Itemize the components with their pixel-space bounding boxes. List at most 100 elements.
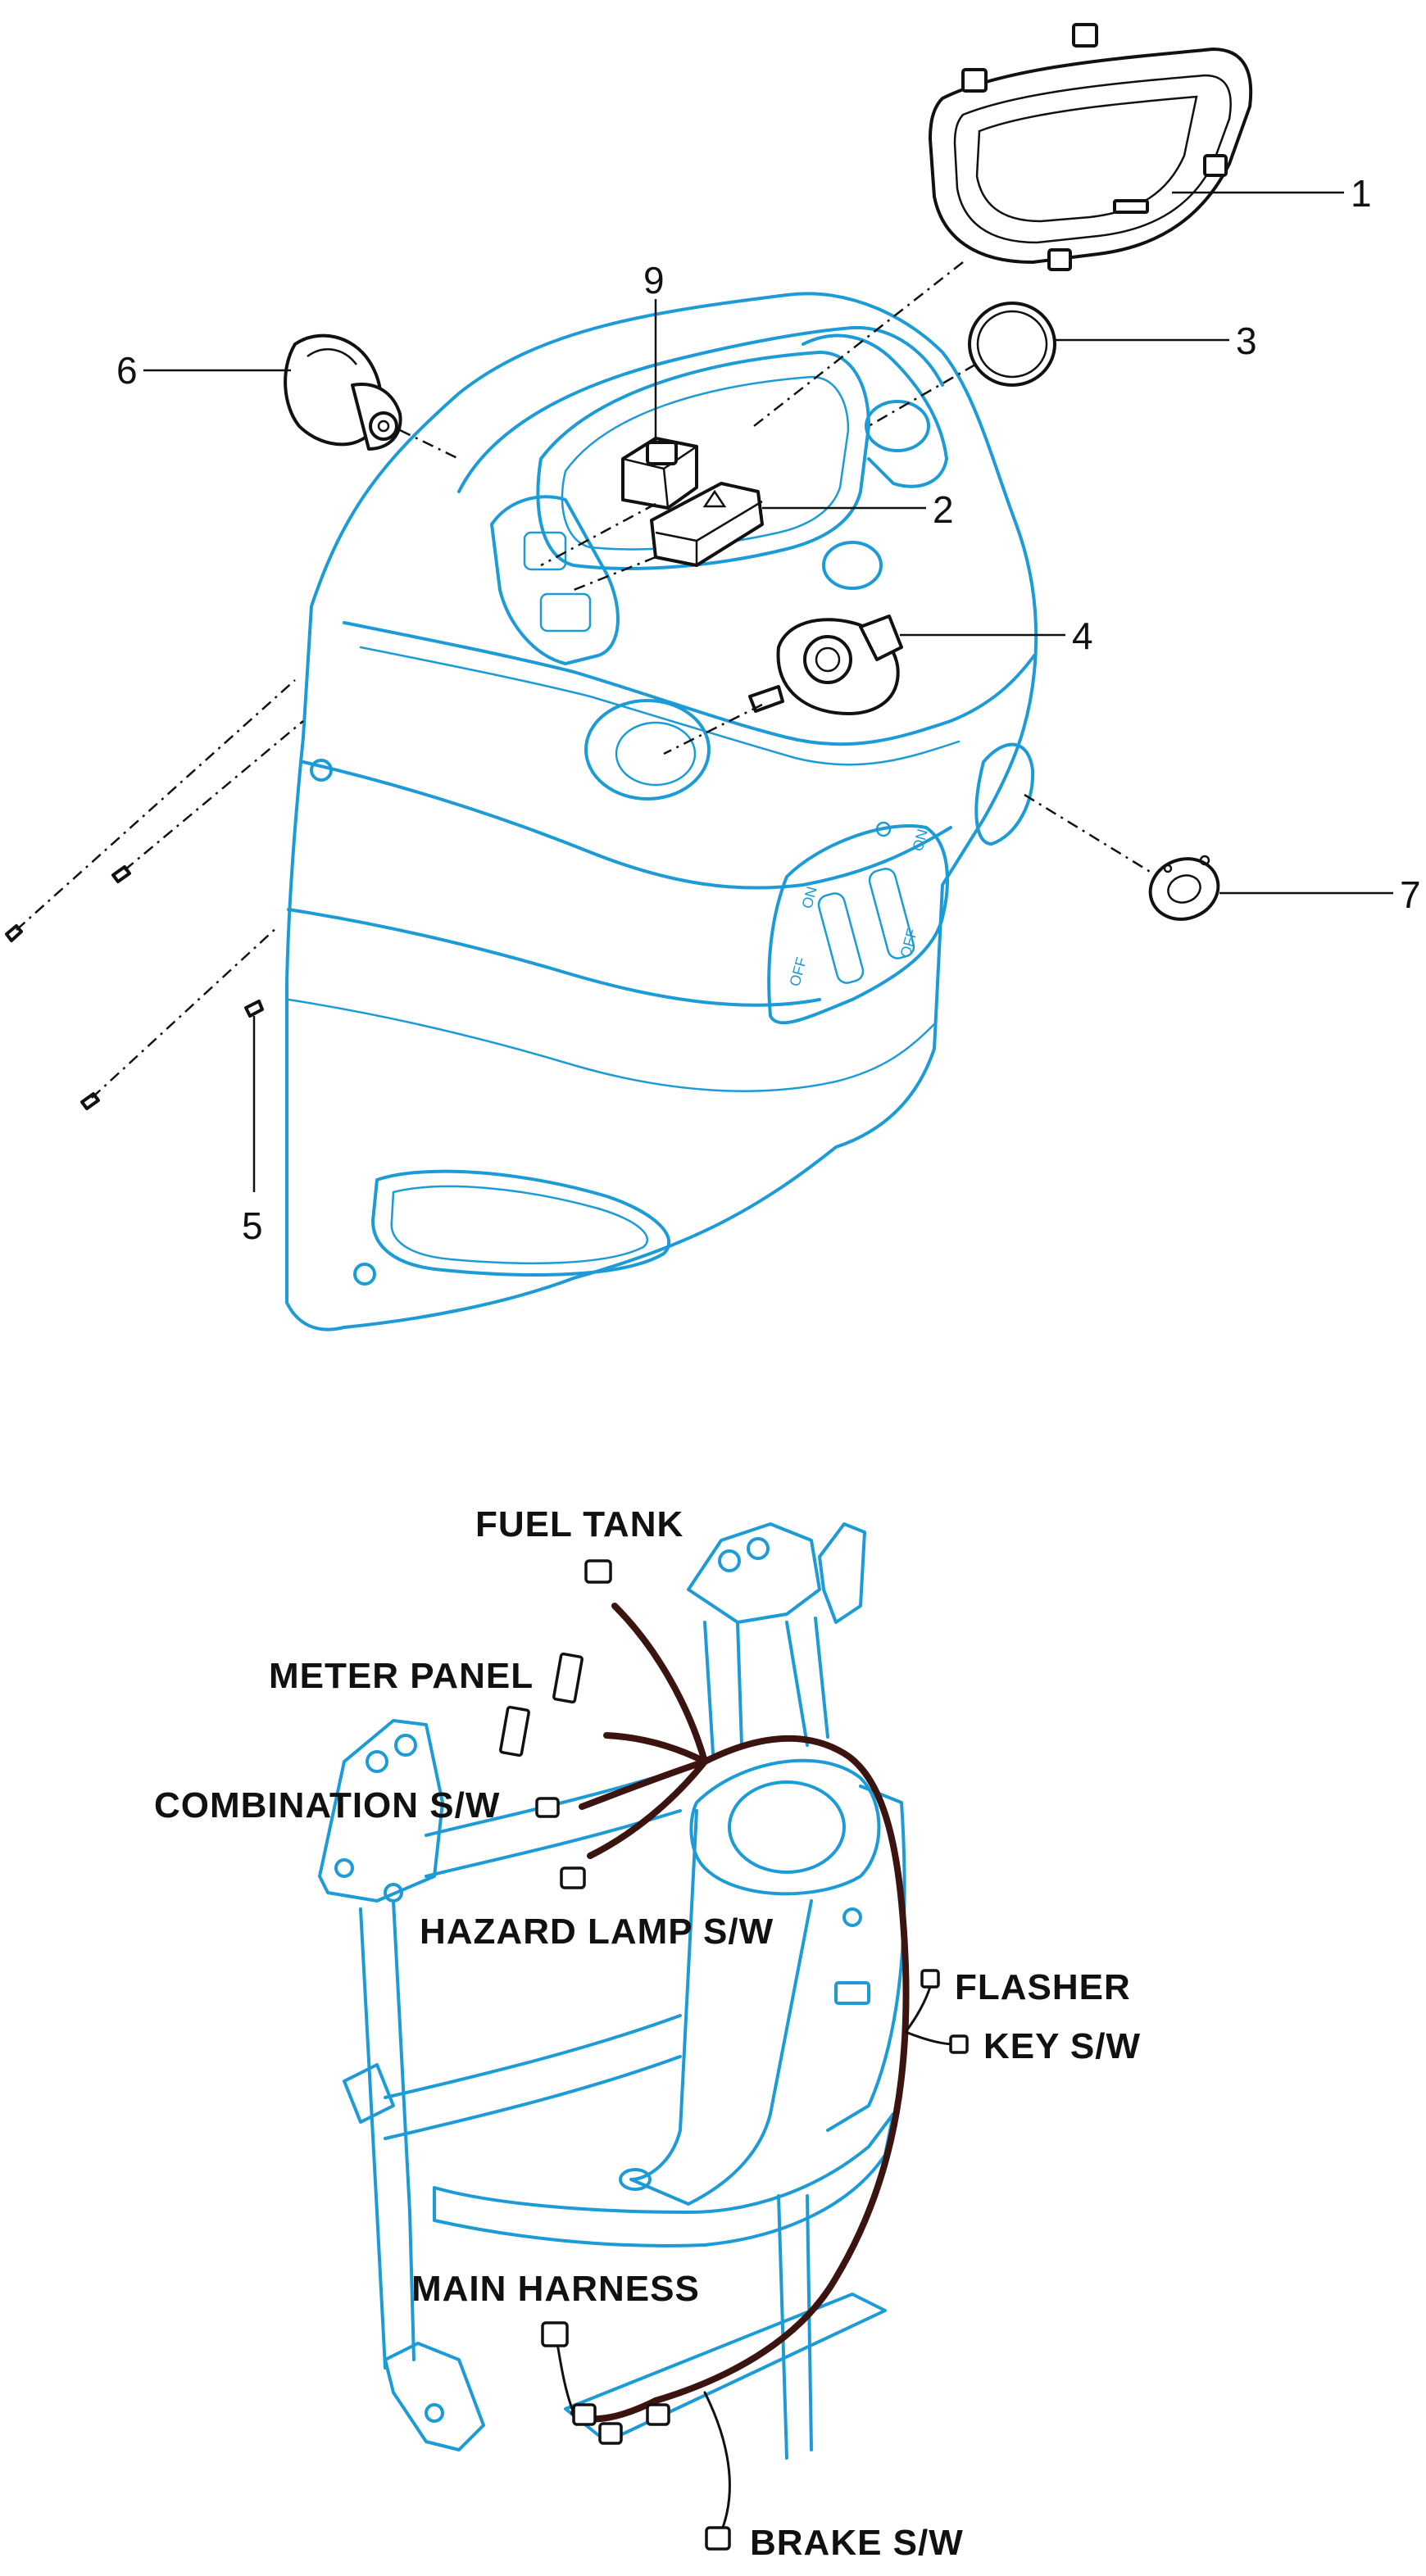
harness-main-branch [556, 2342, 575, 2415]
harness-to-fuel-tank [611, 1603, 708, 1765]
frame-top-bolt-1 [718, 1549, 741, 1572]
frame-left-bolt-1 [366, 1750, 388, 1773]
cover-right-socket [802, 333, 948, 488]
connector-meter-panel-1 [552, 1652, 584, 1704]
cover-bottom-vent [371, 1169, 670, 1277]
connector-main-1 [541, 2321, 569, 2347]
frame-tube-rear [777, 2194, 813, 2460]
frame-tube-left [359, 1899, 416, 2370]
frame-left-foot [384, 2342, 485, 2451]
cover-key-opening [974, 742, 1035, 846]
label-fuel-tank: FUEL TANK [475, 1504, 683, 1544]
frame-floor-hole [619, 2168, 652, 2191]
frame-top-bolt-2 [747, 1537, 770, 1560]
connector-fuel-tank [584, 1559, 612, 1584]
cover-console-ridge [343, 621, 1036, 746]
part-number-4: 4 [1072, 615, 1093, 657]
meter-opening [536, 351, 870, 570]
frame-left-bolt-3 [334, 1858, 354, 1878]
part-4-key-switch [748, 615, 903, 715]
frame-tube-center [703, 1621, 743, 1755]
switch-off-label-left: OFF [787, 955, 811, 988]
label-key-sw: KEY S/W [983, 2026, 1141, 2066]
cover-switch-slot-left [817, 892, 865, 984]
part-7-cap-ring [1148, 855, 1220, 921]
frame-column-bore [728, 1780, 846, 1874]
leader-lines [143, 191, 1393, 1192]
part-number-labels: 1 3 2 4 9 6 7 5 [116, 172, 1421, 1247]
cover-left-switch-panel [490, 495, 620, 665]
cover-bottom-vent-inner [390, 1185, 649, 1265]
connector-main-2 [572, 2403, 597, 2426]
cover-top-ridge [457, 325, 944, 493]
cover-switch-plate [767, 824, 949, 1025]
frame-column-slot [834, 1981, 870, 2005]
switch-on-label-left: ON [799, 885, 820, 910]
part-number-2: 2 [933, 488, 954, 531]
frame-column-sheet [629, 1809, 813, 2206]
frame-column-side [826, 1785, 906, 2132]
front-cover-body [285, 292, 1038, 1331]
switch-off-label-right: OFF [897, 927, 921, 959]
cover-small-hole [822, 541, 883, 590]
cover-right-socket-hole [865, 400, 930, 452]
frame-rear-plate [564, 2293, 887, 2443]
cover-switch-slot-right [868, 868, 915, 959]
label-combination-sw: COMBINATION S/W [154, 1785, 500, 1825]
part-number-9: 9 [643, 259, 665, 302]
harness-flasher-branch [904, 1985, 932, 2034]
frame-left-bracket [318, 1719, 444, 1903]
connector-flasher [920, 1969, 940, 1989]
cover-mid-line-1 [302, 760, 952, 890]
frame-top-tab [818, 1522, 866, 1624]
harness-key-branch [904, 2030, 956, 2046]
cover-center-opening-inner [615, 721, 697, 787]
wire-harness [499, 1559, 969, 2551]
frame-left-foot-hole [425, 2403, 444, 2423]
frame-cross-lower [384, 2014, 682, 2140]
connector-key-sw [949, 2034, 969, 2054]
connector-main-4 [646, 2403, 670, 2426]
harness-labels: FUEL TANK METER PANEL COMBINATION S/W HA… [154, 1504, 1141, 2563]
frame-column-hole [842, 1907, 862, 1927]
harness-main-loop [652, 1735, 910, 2404]
label-meter-panel: METER PANEL [269, 1656, 534, 1696]
part-6-socket [284, 333, 402, 451]
part-number-1: 1 [1351, 172, 1372, 215]
label-brake-sw: BRAKE S/W [750, 2523, 964, 2563]
cover-screw-boss-bottom [353, 1263, 376, 1286]
part-number-7: 7 [1400, 873, 1421, 916]
cover-mid-line-3 [287, 998, 936, 1092]
cover-center-opening [584, 699, 711, 800]
front-cover-assembly: ON OFF ON OFF [285, 292, 1038, 1331]
frame-tube-right [785, 1617, 829, 1747]
connector-meter-panel-2 [499, 1705, 530, 1757]
harness-to-combination [579, 1758, 708, 1810]
frame-steering-column [689, 1758, 881, 1896]
cover-left-button-upper [523, 531, 567, 571]
frame-left-bolt-2 [394, 1734, 417, 1757]
cover-mid-line-2 [287, 908, 821, 1007]
cover-console-ridge-inner [359, 646, 961, 766]
frame-floor-panel [433, 2112, 895, 2247]
connector-combination [535, 1797, 560, 1818]
part-number-5: 5 [242, 1204, 263, 1247]
harness-brake-branch [703, 2391, 731, 2533]
part-9-switch [621, 437, 698, 510]
assembly-lines [16, 261, 1152, 1099]
part-3-o-ring [968, 302, 1056, 387]
connector-hazard [560, 1866, 586, 1889]
frame-top-bracket [687, 1522, 821, 1624]
label-main-harness: MAIN HARNESS [411, 2269, 700, 2309]
cover-screw-boss-plate [875, 821, 892, 837]
switch-on-label-right: ON [910, 828, 931, 853]
harness-to-meter-panel [603, 1732, 708, 1765]
label-hazard-lamp-sw: HAZARD LAMP S/W [420, 1912, 774, 1952]
cover-left-button-lower [539, 592, 592, 633]
part-5-screws [5, 865, 264, 1110]
part-number-3: 3 [1236, 320, 1257, 362]
part-1-meter [929, 23, 1253, 271]
connector-brake-sw [705, 2526, 731, 2551]
